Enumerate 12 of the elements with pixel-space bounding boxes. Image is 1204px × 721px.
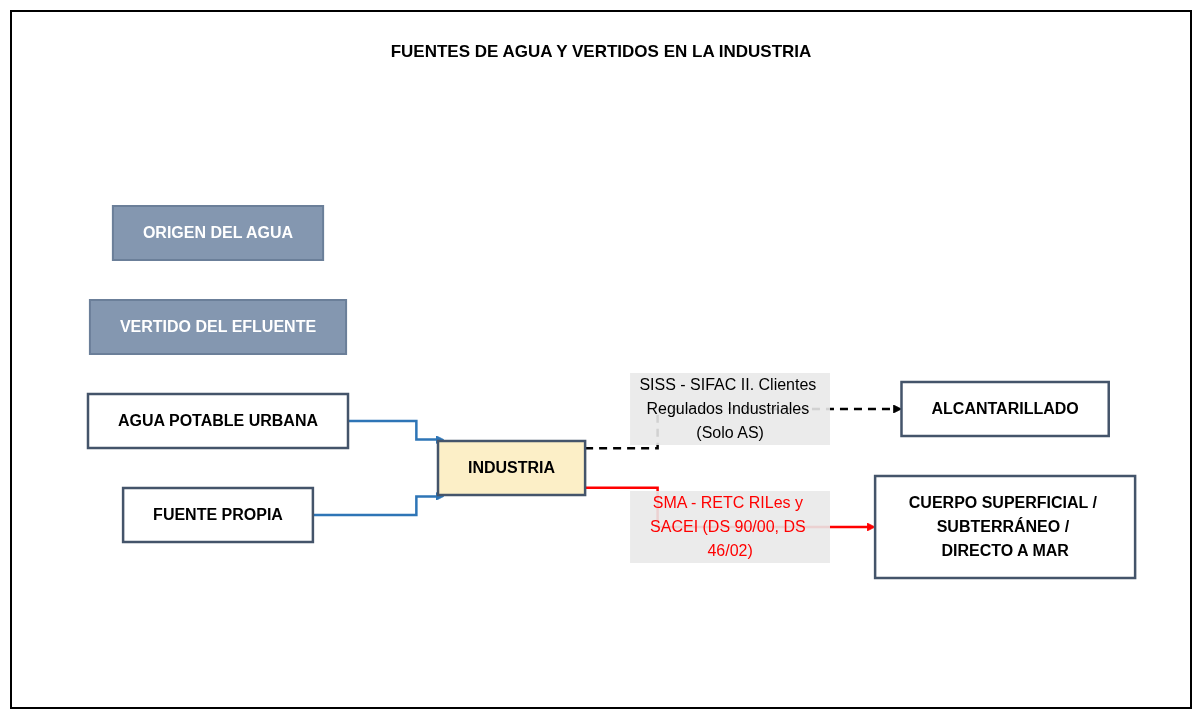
diagram-title: FUENTES DE AGUA Y VERTIDOS EN LA INDUSTRIA [390,42,812,62]
node-box: CUERPO SUPERFICIAL / SUBTERRÁNEO / DIRECTO A MAR [874,474,1137,580]
edge-label: SMA - RETC RILes y SACEI (DS 90/00, DS 46/02) [650,494,807,559]
node-box: AGUA POTABLE URBANA [87,392,350,450]
node-box: INDUSTRIA [437,439,587,497]
node-box: VERTIDO DEL EFLUENTE [89,299,348,355]
edge-label: SISS - SIFAC II. Clientes Regulados Industriales (Solo AS) [639,376,817,441]
node-box: ORIGEN DEL AGUA [112,205,325,261]
arrow [348,419,445,444]
node-box: ALCANTARILLADO [900,380,1111,438]
node-box: FUENTE PROPIA [122,486,315,544]
arrow [313,492,445,517]
